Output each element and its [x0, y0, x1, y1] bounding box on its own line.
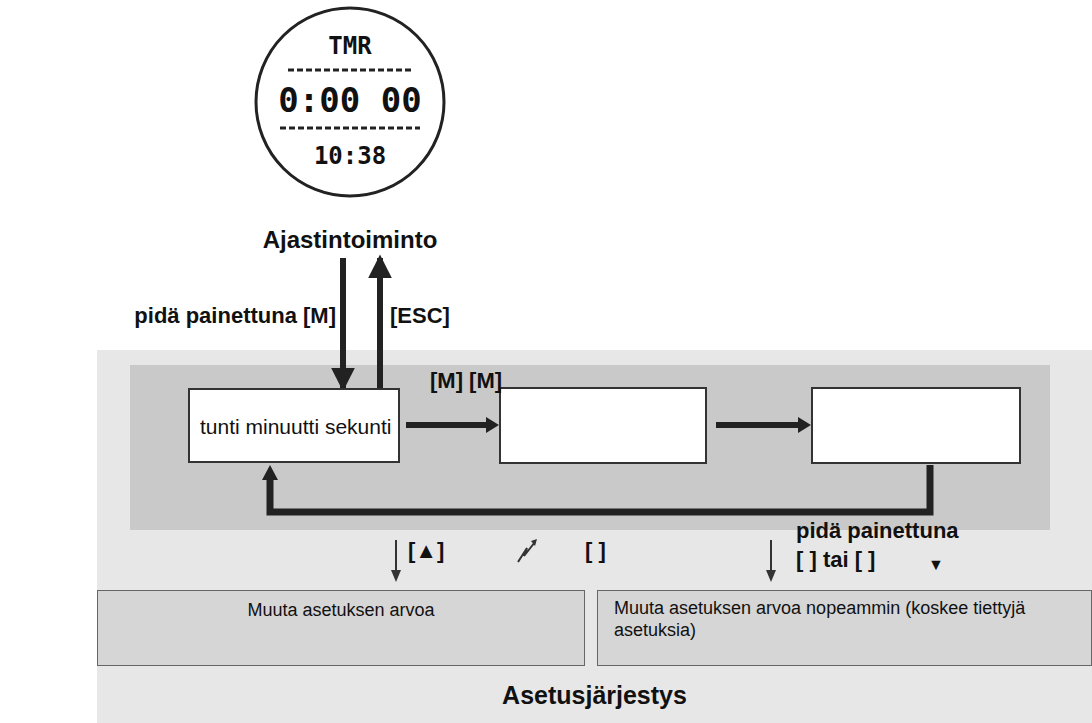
arrow-symbol-head — [531, 539, 537, 546]
button-label: [ ] — [585, 538, 606, 564]
step-arrowhead — [798, 417, 811, 433]
box-text: Muuta asetuksen arvoa — [98, 599, 584, 621]
mode-arrow — [377, 258, 383, 388]
lcd-text: TMR — [230, 32, 470, 60]
button-label: [ESC] — [390, 303, 450, 329]
panel-title: Asetusjärjestys — [97, 680, 1092, 710]
lcd-divider — [288, 69, 412, 72]
lcd-text: 10:38 — [230, 142, 470, 170]
hold-note: pidä painettuna — [796, 518, 959, 544]
loop-arrow — [270, 465, 930, 512]
step-arrow — [406, 422, 488, 428]
down-arrowhead — [391, 570, 401, 582]
panel-ground — [97, 350, 1092, 723]
mode-arrow — [340, 258, 346, 388]
loop-arrowhead — [262, 465, 278, 480]
step-arrow — [716, 422, 800, 428]
lcd-divider — [280, 127, 420, 130]
button-label: pidä painettuna [M] — [134, 303, 336, 329]
step-arrowhead — [486, 417, 499, 433]
sequence-band — [130, 365, 1050, 530]
down-arrow — [770, 540, 772, 572]
setting-box: tunti minuutti sekunti — [188, 388, 400, 463]
button-label: [ ] tai [ ] — [796, 547, 875, 573]
setting-box — [500, 388, 706, 463]
action-box: Muuta asetuksen arvoa — [97, 590, 585, 666]
button-label: [M] [M] — [430, 368, 502, 394]
action-box: Muuta asetuksen arvoa nopeammin (koskee … — [597, 590, 1092, 666]
box-text: Muuta asetuksen arvoa nopeammin (koskee … — [614, 597, 1074, 641]
arrow-symbol: ▼ — [928, 552, 944, 578]
box-text: tunti minuutti sekunti — [200, 415, 391, 439]
watch-node: TMR 0:00 00 10:38Ajastintoiminto — [230, 4, 470, 258]
lcd-text: 0:00 00 — [230, 80, 470, 120]
button-label: [▲] — [408, 538, 444, 564]
mode-title: Ajastintoiminto — [230, 226, 470, 254]
setting-box — [812, 388, 1020, 463]
arrow-symbol — [518, 542, 535, 562]
down-arrowhead — [766, 570, 776, 582]
down-arrow — [395, 540, 397, 572]
